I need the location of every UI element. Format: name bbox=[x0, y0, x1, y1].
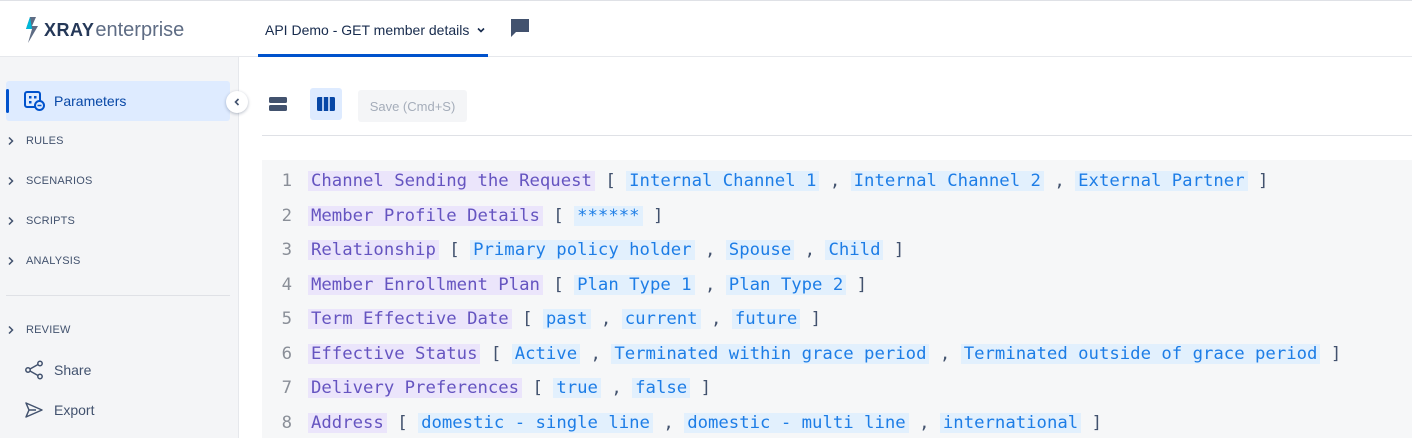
chevron-right-icon bbox=[8, 256, 14, 266]
split-horizontal-button[interactable] bbox=[262, 88, 294, 120]
collapse-sidebar-button[interactable] bbox=[226, 91, 248, 113]
section-label: SCENARIOS bbox=[26, 175, 93, 187]
sidebar-section-scenarios[interactable]: SCENARIOS bbox=[6, 170, 93, 192]
logo-light-text: enterprise bbox=[95, 18, 185, 41]
parameter-value: Terminated within grace period bbox=[611, 344, 930, 364]
parameters-icon bbox=[24, 91, 45, 111]
section-label: SCRIPTS bbox=[26, 215, 76, 227]
editor-line: 4 Member Enrollment Plan [ Plan Type 1 ,… bbox=[262, 270, 1412, 300]
parameter-value: false bbox=[632, 378, 691, 398]
split-horizontal-icon bbox=[269, 97, 287, 111]
save-button[interactable]: Save (Cmd+S) bbox=[358, 90, 467, 122]
editor-line: 2 Member Profile Details [ ****** ] bbox=[262, 201, 1412, 231]
line-number: 5 bbox=[281, 309, 292, 329]
line-number: 7 bbox=[281, 378, 292, 398]
sidebar-section-analysis[interactable]: ANALYSIS bbox=[6, 250, 81, 272]
parameter-name: Term Effective Date bbox=[308, 309, 512, 329]
sidebar-section-review[interactable]: REVIEW bbox=[6, 319, 71, 341]
chevron-right-icon bbox=[8, 176, 14, 186]
collapse-chevron-icon bbox=[234, 98, 240, 106]
export-label: Export bbox=[54, 402, 95, 418]
line-number: 1 bbox=[281, 171, 292, 191]
parameter-value: Plan Type 2 bbox=[725, 275, 847, 295]
parameter-value: ****** bbox=[574, 206, 643, 226]
logo-bold-text: XRAY bbox=[44, 19, 95, 40]
chevron-down-icon bbox=[477, 27, 485, 33]
split-vertical-icon bbox=[317, 97, 335, 111]
editor-line: 6 Effective Status [ Active , Terminated… bbox=[262, 339, 1412, 369]
parameters-editor[interactable]: 1 Channel Sending the Request [ Internal… bbox=[262, 160, 1412, 438]
parameter-name: Effective Status bbox=[308, 344, 481, 364]
line-number: 2 bbox=[281, 206, 292, 226]
comment-icon[interactable] bbox=[509, 17, 531, 39]
export-action[interactable]: Export bbox=[24, 398, 94, 422]
bolt-logo-icon bbox=[26, 17, 38, 43]
section-label: REVIEW bbox=[26, 324, 71, 336]
sidebar-divider bbox=[6, 295, 230, 296]
share-action[interactable]: Share bbox=[24, 358, 91, 382]
chevron-right-icon bbox=[8, 136, 14, 146]
parameter-value: domestic - multi line bbox=[684, 413, 909, 433]
parameter-value: Active bbox=[511, 344, 581, 364]
sidebar: Parameters RULES SCENARIOS SCRIPTS ANALY… bbox=[0, 57, 248, 438]
sidebar-section-rules[interactable]: RULES bbox=[6, 130, 64, 152]
app-logo[interactable]: XRAY enterprise bbox=[24, 15, 184, 45]
top-bar: XRAY enterprise API Demo - GET member de… bbox=[0, 0, 1412, 57]
line-number: 6 bbox=[281, 344, 292, 364]
parameter-value: domestic - single line bbox=[418, 413, 653, 433]
chevron-right-icon bbox=[8, 216, 14, 226]
parameter-name: Member Enrollment Plan bbox=[308, 275, 543, 295]
sidebar-section-scripts[interactable]: SCRIPTS bbox=[6, 210, 75, 232]
parameter-value: true bbox=[553, 378, 601, 398]
editor-line: 7 Delivery Preferences [ true , false ] bbox=[262, 373, 1412, 403]
editor-toolbar: Save (Cmd+S) bbox=[262, 86, 1412, 136]
line-number: 8 bbox=[281, 413, 292, 433]
sidebar-item-label: Parameters bbox=[54, 93, 127, 109]
parameter-value: past bbox=[542, 309, 591, 329]
parameter-value: Child bbox=[825, 240, 884, 260]
parameter-value: External Partner bbox=[1075, 171, 1248, 191]
export-icon bbox=[25, 402, 43, 418]
editor-line: 3 Relationship [ Primary policy holder ,… bbox=[262, 235, 1412, 265]
section-label: RULES bbox=[26, 135, 64, 147]
editor-line: 8 Address [ domestic - single line , dom… bbox=[262, 408, 1412, 438]
line-number: 3 bbox=[281, 240, 292, 260]
parameter-value: Primary policy holder bbox=[470, 240, 695, 260]
parameter-name: Address bbox=[308, 413, 387, 433]
parameter-value: Internal Channel 1 bbox=[626, 171, 820, 191]
parameter-value: Internal Channel 2 bbox=[850, 171, 1044, 191]
editor-line: 5 Term Effective Date [ past , current ,… bbox=[262, 304, 1412, 334]
active-indicator bbox=[6, 89, 9, 113]
parameter-name: Member Profile Details bbox=[308, 206, 543, 226]
share-label: Share bbox=[54, 362, 92, 378]
active-tab-indicator bbox=[258, 54, 488, 57]
line-number: 4 bbox=[281, 275, 292, 295]
parameter-name: Delivery Preferences bbox=[308, 378, 523, 398]
split-vertical-button[interactable] bbox=[310, 88, 342, 120]
document-tab[interactable]: API Demo - GET member details bbox=[262, 1, 489, 58]
chevron-right-icon bbox=[8, 325, 14, 335]
editor-line: 1 Channel Sending the Request [ Internal… bbox=[262, 166, 1412, 196]
parameter-value: Terminated outside of grace period bbox=[960, 344, 1321, 364]
parameter-value: future bbox=[731, 309, 801, 329]
document-tab-label: API Demo - GET member details bbox=[265, 21, 470, 38]
section-label: ANALYSIS bbox=[26, 255, 81, 267]
sidebar-item-parameters[interactable]: Parameters bbox=[6, 81, 230, 121]
parameter-value: Spouse bbox=[725, 240, 795, 260]
parameter-value: current bbox=[621, 309, 701, 329]
parameter-value: Plan Type 1 bbox=[574, 275, 695, 295]
parameter-name: Channel Sending the Request bbox=[308, 171, 595, 191]
parameter-name: Relationship bbox=[308, 240, 439, 260]
parameter-value: international bbox=[939, 413, 1082, 433]
share-icon bbox=[25, 360, 43, 380]
